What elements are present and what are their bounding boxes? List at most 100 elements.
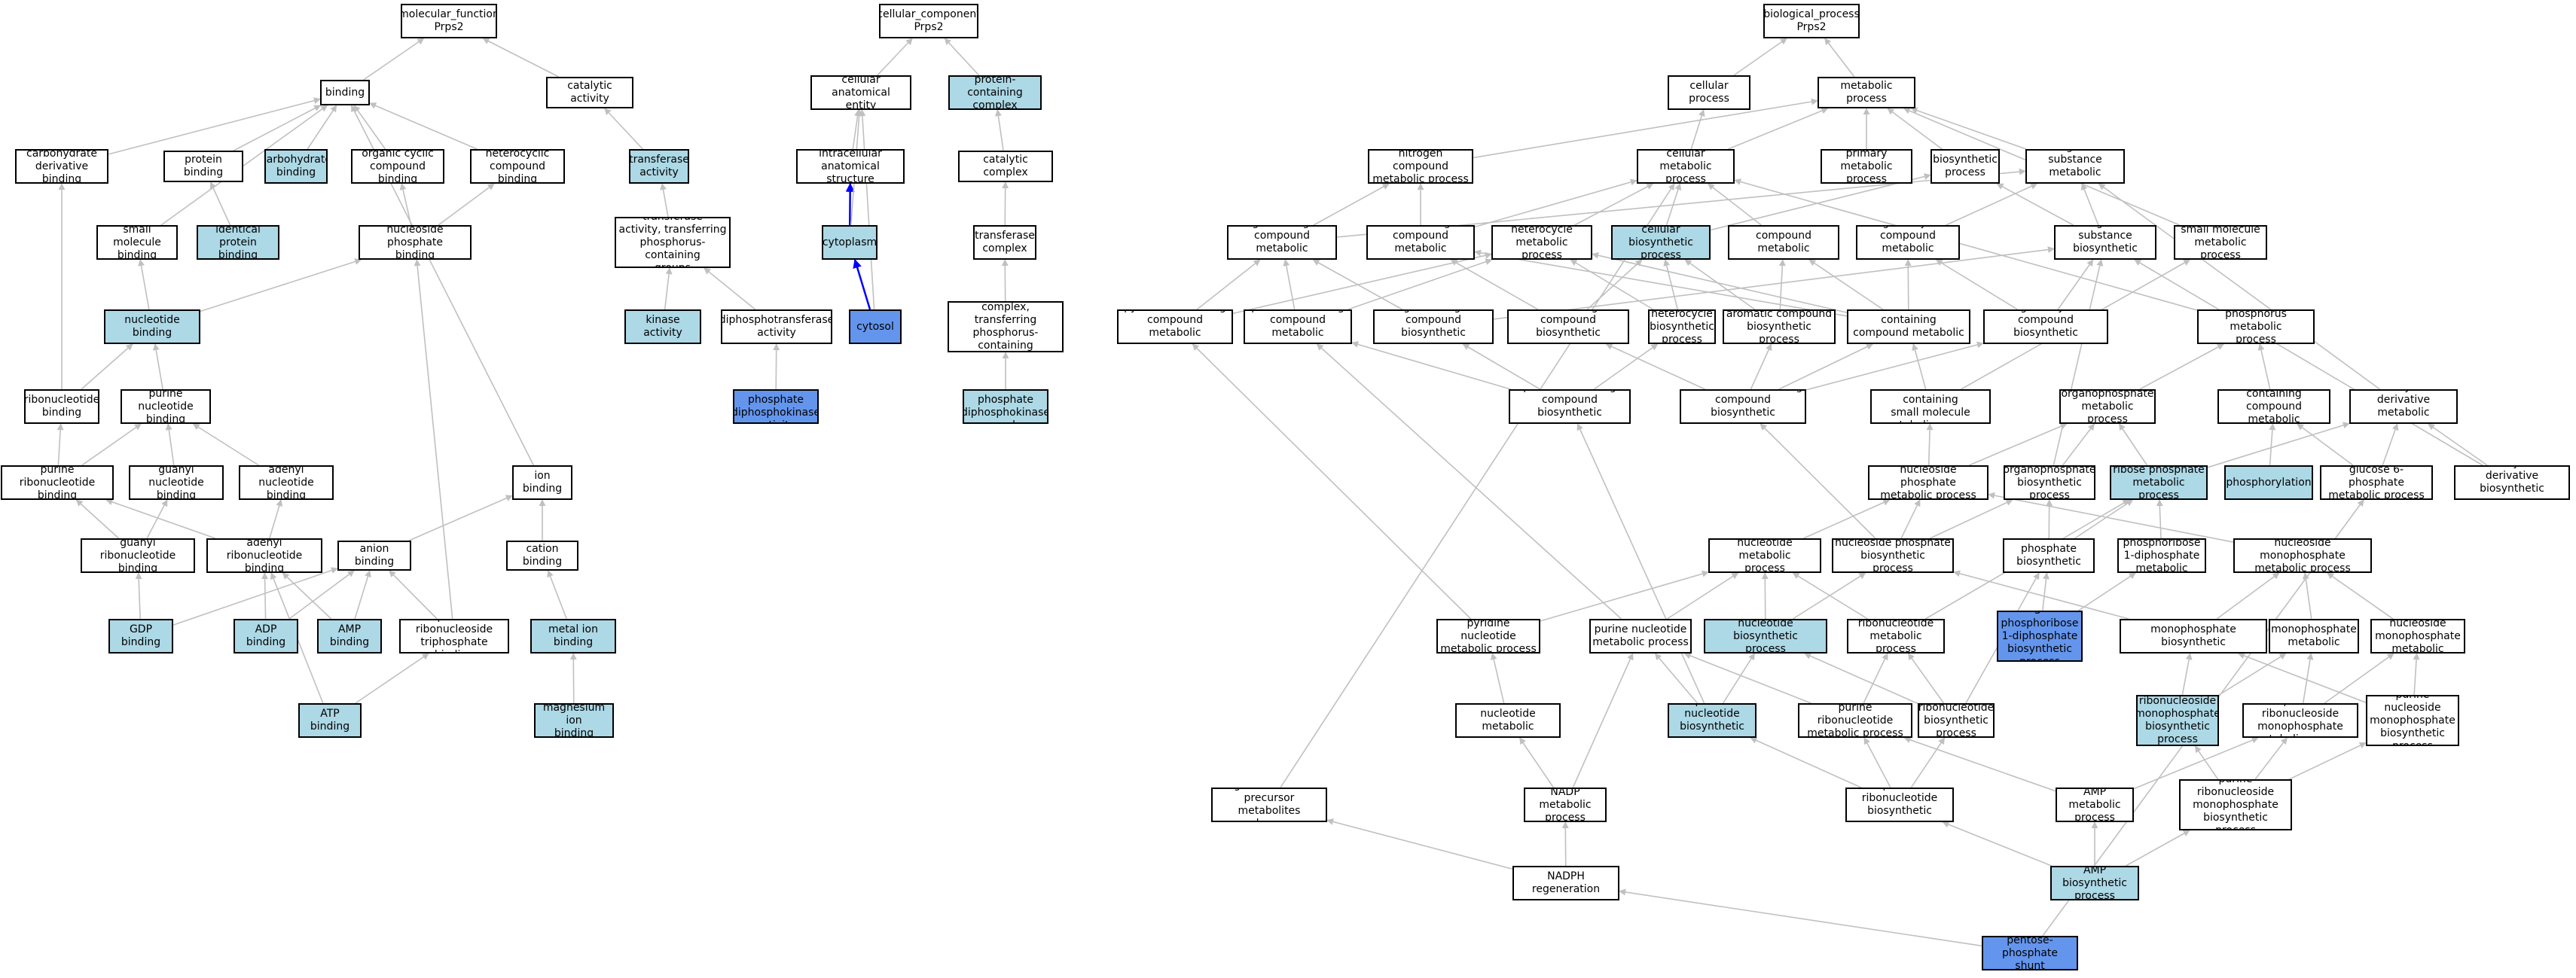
edge-prpp-biosyn-to-prpp-met <box>2078 572 2136 611</box>
node-purnuc-met: purine nucleotide metabolic process <box>1589 619 1692 654</box>
node-prpp-biosyn: 5-phosphoribose 1-diphosphate biosynthet… <box>1997 611 2083 662</box>
edge-nucbase-biosyn-to-nucbase-met <box>1778 343 1874 390</box>
edge-amp-biosyn-to-purribo-biosyn <box>1942 821 2053 867</box>
node-ribnucmono-biosyn: ribonucleoside monophosphate biosyntheti… <box>2136 695 2219 746</box>
node-purnuc-bind: purine nucleotide binding <box>121 389 211 424</box>
edge-cellarom-met-to-cell-met <box>1707 183 1762 226</box>
node-ribphos-met: ribose phosphate metabolic process <box>2110 465 2208 500</box>
edge-pyrid-met-to-hetcyc-met <box>1232 251 1492 315</box>
node-ident-prot: identical protein binding <box>197 225 279 260</box>
edge-ribphos-met-to-orgphos-met <box>2118 423 2148 466</box>
edge-orgphos-biosyn-to-orgphos-met <box>2062 423 2095 466</box>
edge-metal-ion-to-cation-bind <box>547 570 567 620</box>
node-met-proc: metabolic process <box>1818 77 1915 108</box>
node-purribotri: purine ribonucleoside triphosphate bindi… <box>399 619 509 654</box>
node-carb-bind: carbohydrate binding <box>264 149 328 184</box>
node-kinase: kinase activity <box>624 309 701 344</box>
edge-prot-complex-to-cc <box>944 38 980 76</box>
node-prim-met: primary metabolic process <box>1821 149 1912 184</box>
edge-nicotin-met-to-pyrnuc-met <box>1490 653 1505 704</box>
node-orgnitro-met: organonitrogen compound metabolic proces… <box>1227 225 1337 260</box>
edge-cytosol-to-cytoplasm <box>853 258 871 310</box>
node-adenyl-bind: adenyl nucleotide binding <box>239 465 334 500</box>
node-nucbase-met: nucleobase-containing compound metabolic… <box>1847 309 1970 344</box>
edge-cell-biosyn-to-biosyn <box>1710 173 1931 231</box>
node-cellarom-met: cellular aromatic compound metabolic pro… <box>1728 225 1839 260</box>
edge-intracell-to-cell-anat <box>852 109 862 150</box>
node-carbder-met: carbohydrate derivative metabolic proces… <box>2349 389 2458 424</box>
edge-amp-biosyn-to-purribomono-biosyn <box>2125 830 2190 867</box>
edge-purribo-biosyn-to-ribonuc-biosyn <box>1910 737 1946 788</box>
edge-nucbase-biosyn-to-arom-biosyn <box>1750 343 1772 390</box>
node-nucphos-bind: nucleoside phosphate binding <box>359 225 472 260</box>
node-diphospho: diphosphotransferase activity <box>721 309 832 344</box>
node-ribonuc-biosyn: ribonucleotide biosynthetic process <box>1918 703 1995 738</box>
edge-purribo-bind-to-ribonuc-bind <box>56 423 64 466</box>
node-pentose: pentose-phosphate shunt <box>1982 936 2078 970</box>
edge-adp-to-adenylribo-bind <box>261 572 269 620</box>
edge-nucbase-small-to-nucbase-met <box>1912 343 1927 390</box>
edge-adenyl-bind-to-purnuc-bind <box>192 423 259 466</box>
node-purcont-met: purine-containing compound metabolic pro… <box>1244 309 1352 344</box>
node-smallmol-met: small molecule metabolic process <box>2174 225 2267 260</box>
node-bp: biological_process Prps2 <box>1763 4 1860 38</box>
node-orgcyc-bind: organic cyclic compound binding <box>351 149 444 184</box>
node-nucphos-met: nucleoside phosphate metabolic process <box>1868 465 1988 500</box>
edge-binding-to-mf <box>363 38 425 81</box>
edge-catal-complex-to-prot-complex <box>994 109 1004 151</box>
node-cell-met: cellular metabolic process <box>1637 149 1735 184</box>
edge-cellnitro-met-to-cell-met <box>1474 178 1637 228</box>
edge-diphospho-to-transf-phos <box>704 267 756 310</box>
node-intracell: intracellular anatomical structure <box>796 149 905 184</box>
node-cellnitro-met: cellular nitrogen compound metabolic pro… <box>1366 225 1475 260</box>
edge-orgnitro-biosyn-to-orgnitro-met <box>1312 259 1403 310</box>
node-amp-biosyn: AMP biosynthetic process <box>2050 866 2139 900</box>
node-hetcyc-biosyn: heterocycle biosynthetic process <box>1648 309 1716 344</box>
edge-nucmono-met-to-nucphos-met <box>1988 492 2234 543</box>
edge-nadp-met-to-purnuc-met <box>1572 653 1634 788</box>
edge-adenylribo-bind-to-adenyl-bind <box>269 499 283 539</box>
edge-transferase-to-catalytic <box>604 108 643 150</box>
node-purribo-met: purine ribonucleotide metabolic process <box>1798 703 1912 738</box>
node-cell-biosyn: cellular biosynthetic process <box>1611 225 1711 260</box>
edge-catalytic-to-mf <box>482 38 560 78</box>
node-catal-complex: catalytic complex <box>958 151 1053 182</box>
edge-nucleotide-bind-to-nucphos-bind <box>200 258 362 312</box>
edge-nucleotide-met-to-nucphos-met <box>1803 499 1891 539</box>
node-binding: binding <box>320 80 370 105</box>
edge-cell-biosyn-to-cell-met <box>1665 183 1682 226</box>
edge-purribomono-met-to-purnucmono-met <box>2324 653 2394 704</box>
node-nucleotide-bind: nucleotide binding <box>104 309 200 344</box>
edge-g6p-met-to-phoscont-met <box>2297 423 2354 466</box>
edge-phosphorylation-to-phoscont-met <box>2269 423 2276 466</box>
edge-purnuc-biosyn-to-purnuc-met <box>1654 653 1699 704</box>
node-amp-bind: AMP binding <box>317 619 382 654</box>
edge-nadp-met-to-nicotin-met <box>1518 737 1555 788</box>
edge-nadph-regen-to-gen-precursor <box>1326 818 1513 870</box>
node-hetcyc-met: heterocycle metabolic process <box>1491 225 1592 260</box>
edge-purnuc-biosyn-to-nucleotide-biosyn <box>1722 653 1756 704</box>
edge-gen-precursor-to-cell-met <box>1280 183 1675 788</box>
edge-nucmono-biosyn-to-nucmono-met <box>2216 572 2280 620</box>
edge-nucphos-bind-to-hetcyc-bind <box>438 183 495 226</box>
node-ion-bind: ion binding <box>512 465 572 500</box>
edge-cell-met-to-met-proc <box>1728 107 1829 150</box>
node-nicotin-met: nicotinamide nucleotide metabolic proces… <box>1455 703 1561 738</box>
edge-orgcyc-biosyn-to-orgcyc-met <box>1935 259 2018 310</box>
node-biosyn: biosynthetic process <box>1930 149 2000 184</box>
node-nucphos-biosyn: nucleoside phosphate biosynthetic proces… <box>1832 538 1954 573</box>
node-purnucmono-met: purine nucleoside monophosphate metaboli… <box>2370 619 2465 654</box>
node-prpp-met: 5-phosphoribose 1-diphosphate metabolic … <box>2117 538 2206 573</box>
node-arom-biosyn: aromatic compound biosynthetic process <box>1723 309 1836 344</box>
node-purribo-bind: purine ribonucleotide binding <box>1 465 114 500</box>
node-purribomono-biosyn: purine ribonucleoside monophosphate bios… <box>2179 779 2292 830</box>
node-ribonuc-met: ribonucleotide metabolic process <box>1847 619 1945 654</box>
node-atp: ATP binding <box>298 703 362 738</box>
edge-met-proc-to-bp <box>1824 38 1855 78</box>
node-rpdk-act: ribose phosphate diphosphokinase activit… <box>733 389 819 424</box>
node-transferase: transferase activity <box>629 149 689 184</box>
edge-carbder-biosyn-to-carbder-met <box>2428 423 2488 466</box>
edge-atp-to-purribotri <box>355 653 429 704</box>
node-nucbase-small: nucleobase-containing small molecule met… <box>1870 389 1991 424</box>
